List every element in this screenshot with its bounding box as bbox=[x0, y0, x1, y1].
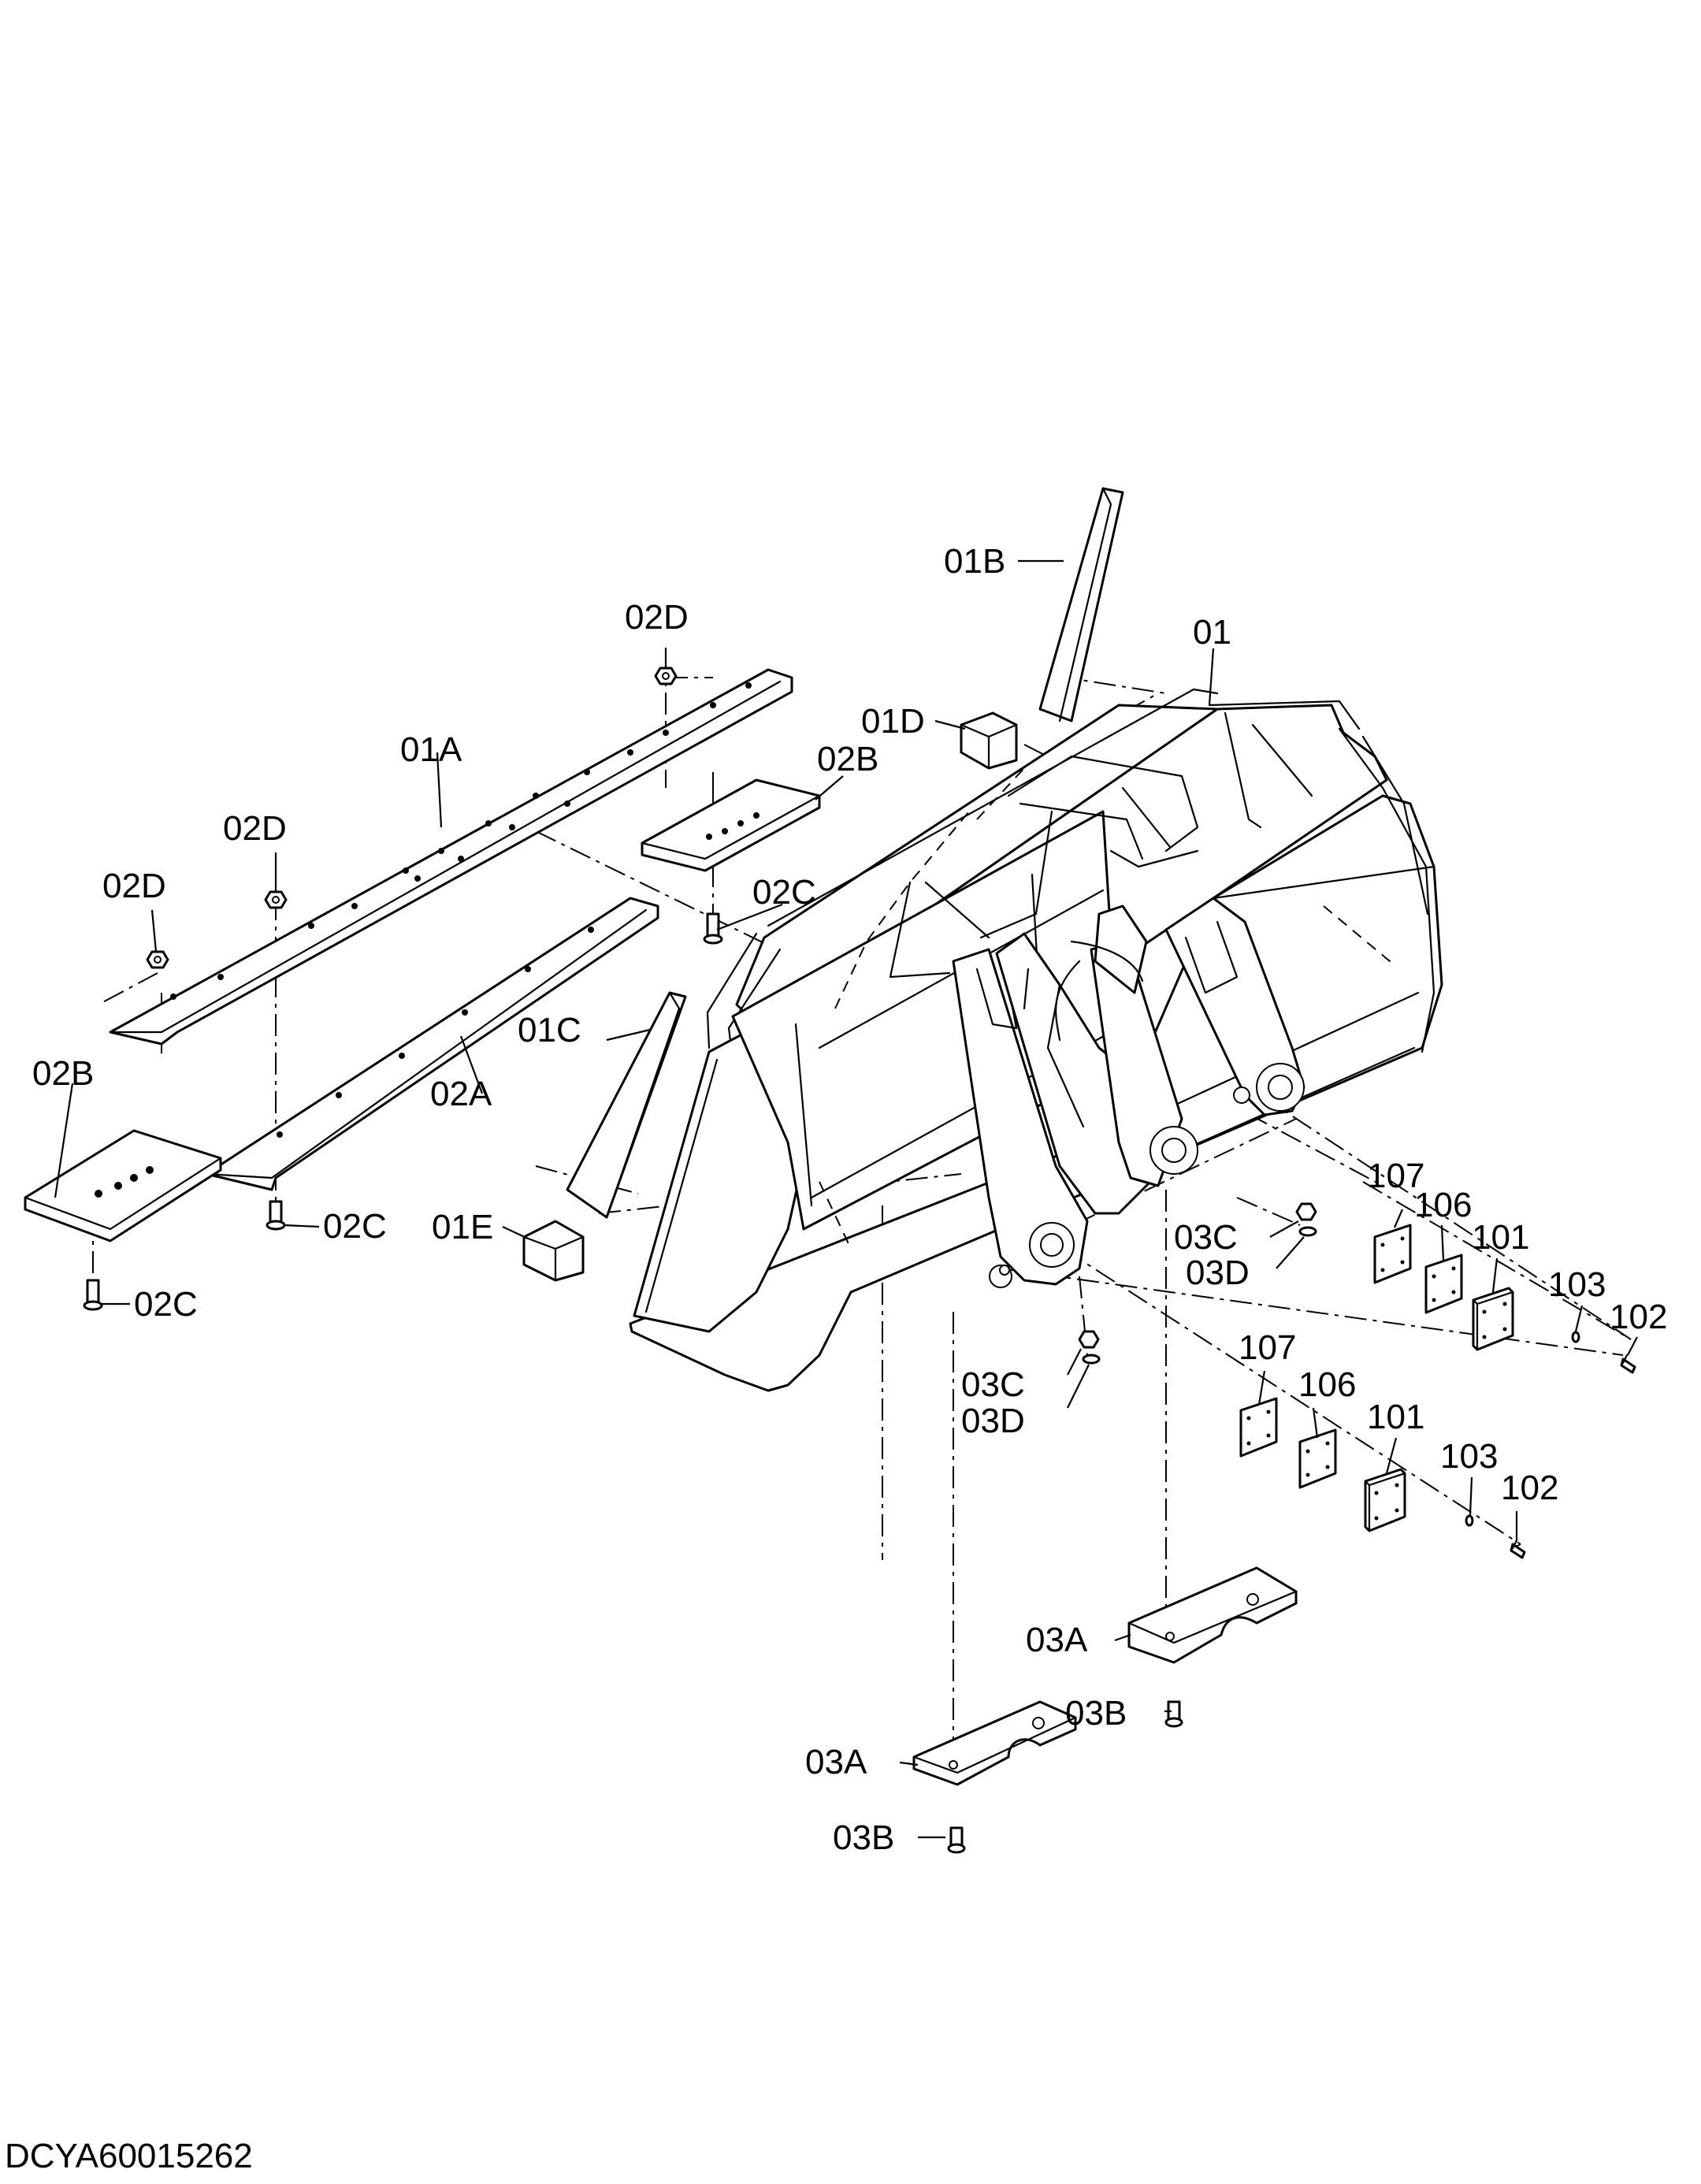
part-02D-nuts bbox=[146, 667, 678, 969]
label-107-lower: 107 bbox=[1239, 1328, 1296, 1367]
label-03A-lower: 03A bbox=[805, 1743, 867, 1781]
label-02B-bottom: 02B bbox=[32, 1054, 94, 1093]
edge-02A-bolt-holes bbox=[277, 927, 594, 1138]
label-02A: 02A bbox=[430, 1075, 492, 1113]
nut-02D-top bbox=[654, 667, 678, 685]
part-01A-cutting-edge bbox=[109, 668, 793, 1046]
shim-pack-upper bbox=[1373, 1224, 1636, 1374]
label-03C-lower: 03C bbox=[961, 1365, 1025, 1404]
part-03A-plate-lower bbox=[912, 1700, 1077, 1786]
label-106-lower: 106 bbox=[1298, 1365, 1356, 1404]
part-02A-cutting-edge bbox=[205, 897, 659, 1191]
part-01B-side-plate bbox=[1038, 487, 1124, 722]
label-106-upper: 106 bbox=[1414, 1186, 1472, 1224]
label-03B-upper: 03B bbox=[1065, 1694, 1127, 1733]
drawing-code: DCYA60015262 bbox=[5, 2137, 253, 2175]
leader-lines bbox=[54, 559, 1638, 1839]
label-101-lower: 101 bbox=[1367, 1398, 1424, 1436]
bolt-02C-mid bbox=[703, 912, 723, 945]
part-03B-bolts bbox=[947, 1700, 1183, 1854]
edge-01A-bolt-holes bbox=[170, 682, 752, 1000]
label-03D-upper: 03D bbox=[1186, 1254, 1250, 1292]
label-02D-top: 02D bbox=[625, 598, 689, 637]
nut-02D-mid bbox=[264, 890, 288, 909]
part-02C-bolts bbox=[83, 912, 723, 1311]
washer-103-lower bbox=[1465, 1514, 1474, 1527]
label-01E: 01E bbox=[432, 1208, 493, 1246]
bolt-03B-lower bbox=[947, 1826, 966, 1854]
label-02B-top: 02B bbox=[817, 740, 878, 778]
part-01C-side-plate bbox=[566, 991, 687, 1219]
part-labels: 01B 01 01D 01C 01E 01A 02A 02B 02B 02C 0… bbox=[32, 542, 1667, 1857]
label-02C-bottom: 02C bbox=[134, 1285, 198, 1324]
shim-106-lower bbox=[1298, 1428, 1337, 1489]
label-01A: 01A bbox=[400, 730, 462, 769]
shim-pack-lower bbox=[1239, 1397, 1526, 1559]
label-103-lower: 103 bbox=[1440, 1437, 1498, 1476]
shim-107-upper bbox=[1373, 1224, 1412, 1284]
label-03C-upper: 03C bbox=[1174, 1218, 1238, 1257]
bolt-03B-upper bbox=[1164, 1700, 1183, 1728]
part-02B-tooth-plate-bottom bbox=[24, 1129, 222, 1242]
part-01D-wear-block bbox=[960, 711, 1018, 770]
label-02D-mid: 02D bbox=[223, 809, 287, 848]
shim-106-upper bbox=[1424, 1254, 1463, 1314]
label-01B: 01B bbox=[944, 542, 1005, 581]
label-02C-left: 02C bbox=[323, 1207, 387, 1246]
bucket-assembly bbox=[629, 688, 1443, 1392]
part-03C-03D-hardware bbox=[1078, 1202, 1317, 1365]
bolt-02C-bottom bbox=[83, 1279, 103, 1311]
nut-02D-left bbox=[146, 950, 169, 969]
label-01: 01 bbox=[1193, 613, 1231, 652]
bolt-02C-left bbox=[266, 1200, 286, 1231]
label-102-upper: 102 bbox=[1610, 1298, 1667, 1336]
label-103-upper: 103 bbox=[1548, 1265, 1606, 1304]
shim-107-lower bbox=[1239, 1397, 1278, 1458]
label-01D: 01D bbox=[861, 702, 925, 741]
label-107-upper: 107 bbox=[1367, 1157, 1424, 1195]
plate-101-lower bbox=[1364, 1468, 1406, 1532]
label-02D-left: 02D bbox=[102, 867, 166, 905]
washer-103-upper bbox=[1571, 1331, 1580, 1343]
plate-101-upper bbox=[1472, 1287, 1514, 1351]
label-02C-mid: 02C bbox=[752, 873, 816, 912]
label-03B-lower: 03B bbox=[833, 1818, 894, 1857]
part-03A-plate-upper bbox=[1127, 1566, 1298, 1664]
label-01C: 01C bbox=[518, 1011, 581, 1049]
label-101-upper: 101 bbox=[1472, 1218, 1529, 1257]
label-03A-upper: 03A bbox=[1026, 1621, 1088, 1659]
label-102-lower: 102 bbox=[1501, 1469, 1558, 1507]
bolt-102-upper bbox=[1620, 1354, 1636, 1374]
bolt-102-lower bbox=[1510, 1539, 1526, 1559]
part-01E-wear-block bbox=[522, 1220, 585, 1282]
label-03D-lower: 03D bbox=[961, 1402, 1025, 1440]
part-02B-tooth-plate-top bbox=[641, 778, 821, 872]
